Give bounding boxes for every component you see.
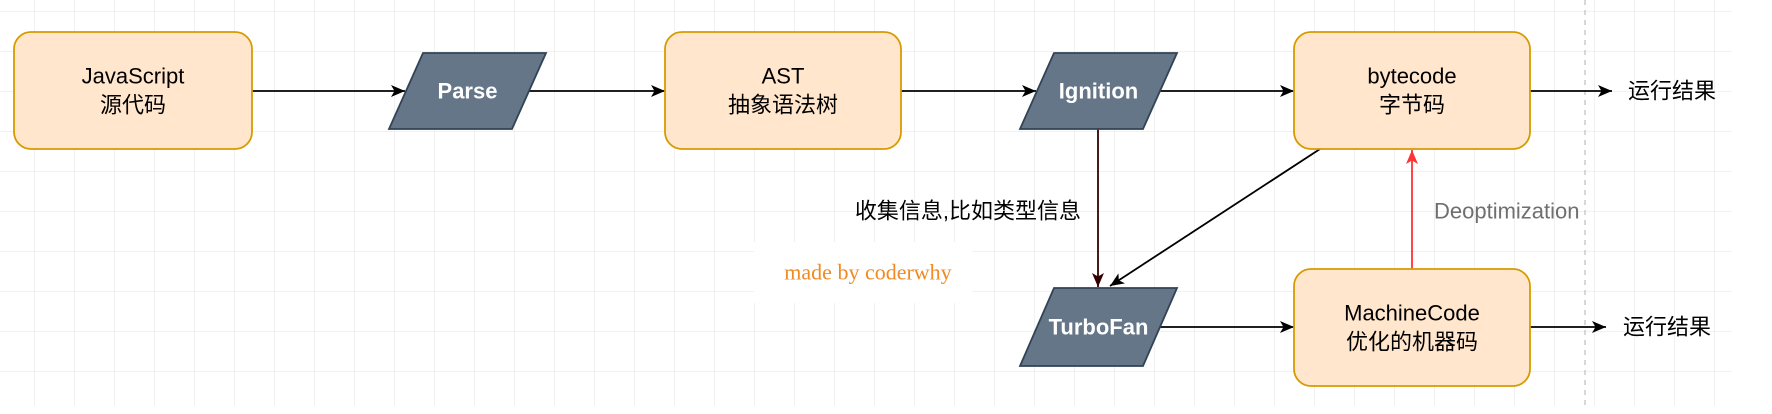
io-parallelogram — [387, 52, 548, 130]
type-feedback-label: 收集信息,比如类型信息 — [855, 199, 1081, 224]
node-title: AST — [762, 64, 805, 89]
node-subtitle: 源代码 — [100, 93, 166, 118]
node-turbofan: TurboFan — [1018, 287, 1179, 367]
node-machine-code: MachineCode 优化的机器码 — [1293, 268, 1531, 387]
deoptimization-label: Deoptimization — [1434, 199, 1580, 224]
node-label: TurboFan — [1049, 315, 1149, 340]
node-subtitle: 抽象语法树 — [728, 93, 838, 118]
watermark-background — [754, 242, 972, 303]
io-parallelogram — [1018, 52, 1179, 130]
process-box — [13, 31, 253, 150]
arrow-bytecode-to-turbofan — [1109, 148, 1321, 287]
node-subtitle: 字节码 — [1379, 93, 1445, 118]
node-parse: Parse — [387, 52, 548, 130]
node-bytecode: bytecode 字节码 — [1293, 31, 1531, 150]
node-title: JavaScript — [82, 64, 185, 89]
node-ignition: Ignition — [1018, 52, 1179, 130]
process-box — [1293, 31, 1531, 150]
machine-code-result-label: 运行结果 — [1623, 315, 1711, 340]
node-subtitle: 优化的机器码 — [1346, 330, 1478, 355]
process-box — [1293, 268, 1531, 387]
node-label: Parse — [438, 79, 498, 104]
node-javascript-source: JavaScript 源代码 — [13, 31, 253, 150]
watermark: made by coderwhy — [754, 242, 972, 303]
process-box — [664, 31, 902, 150]
node-label: Ignition — [1059, 79, 1138, 104]
watermark-text: made by coderwhy — [784, 260, 951, 285]
node-title: MachineCode — [1344, 301, 1480, 326]
node-title: bytecode — [1367, 64, 1456, 89]
bytecode-result-label: 运行结果 — [1628, 79, 1716, 104]
node-ast: AST 抽象语法树 — [664, 31, 902, 150]
io-parallelogram — [1018, 287, 1179, 367]
